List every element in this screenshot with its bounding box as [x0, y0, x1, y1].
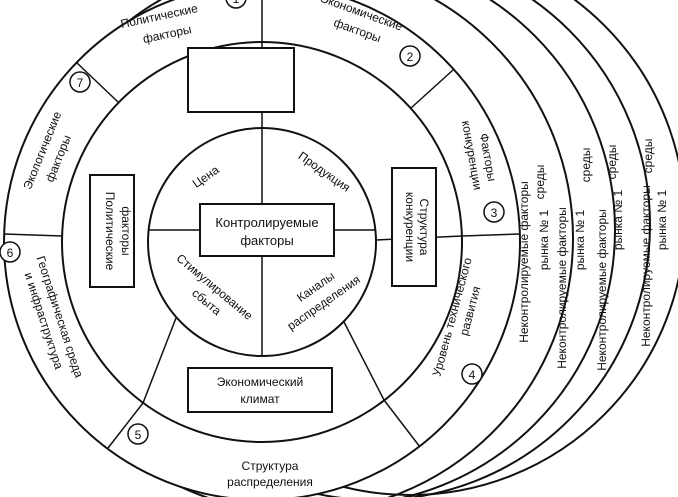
number-badge-2	[399, 45, 421, 67]
market-label-3-l2: рынка № 1	[611, 190, 625, 251]
number-badge-1	[225, 0, 247, 9]
left-box-line2: факторы	[119, 206, 133, 255]
center-title-line1: Контролируемые	[215, 215, 318, 230]
market-label-3-l3: среды	[605, 145, 619, 180]
number-1: 1	[233, 0, 240, 6]
right-box-line1: Структура	[417, 199, 431, 256]
bottom-box-line2: климат	[240, 392, 280, 406]
market-label-2-l3: среды	[579, 148, 593, 183]
left-box	[89, 174, 135, 288]
spoke-bottom-right	[343, 321, 385, 401]
number-badge-6	[0, 241, 21, 263]
center-title-line2: факторы	[240, 233, 293, 248]
center-box	[199, 203, 335, 257]
market-label-4-l2: рынка № 1	[655, 190, 669, 251]
number-badge-4	[461, 363, 483, 385]
number-3: 3	[491, 206, 498, 220]
divider-6-7	[3, 233, 63, 237]
right-box	[391, 167, 437, 287]
outer-label-5-l2: распределения	[227, 475, 313, 489]
right-box-line2: конкуренции	[403, 192, 417, 262]
divider-2-3	[410, 69, 454, 109]
number-7: 7	[77, 76, 84, 90]
number-badge-7	[69, 71, 91, 93]
market-label-1-l1: Неконтролируемые факторы	[517, 181, 531, 343]
market-label-2-l2: рынка № 1	[573, 210, 587, 271]
market-label-1-l2: среды	[533, 165, 547, 200]
spoke-bottom-left	[142, 317, 177, 404]
left-box-line1: Политические	[103, 192, 117, 271]
bottom-box-line1: Экономический	[217, 375, 304, 389]
outer-label-5-l1: Структура	[242, 459, 299, 473]
divider-7-1	[75, 61, 119, 103]
market-label-1-l3: рынка № 1	[537, 210, 551, 271]
divider-4-5	[383, 399, 421, 448]
top-empty-box	[187, 47, 295, 113]
number-badge-3	[483, 201, 505, 223]
market-label-3-l1: Неконтролируемые факторы	[595, 209, 609, 371]
number-5: 5	[135, 428, 142, 442]
divider-3-4	[461, 233, 521, 237]
number-6: 6	[7, 246, 14, 260]
number-badge-5	[127, 423, 149, 445]
market-label-4-l3: среды	[641, 139, 655, 174]
divider-5-6	[107, 402, 144, 449]
number-2: 2	[407, 50, 414, 64]
market-label-4-l1: Неконтролируемые факторы	[639, 185, 653, 347]
market-label-2-l1: Неконтролируемые факторы	[555, 207, 569, 369]
number-4: 4	[469, 368, 476, 382]
bottom-box	[187, 367, 333, 413]
